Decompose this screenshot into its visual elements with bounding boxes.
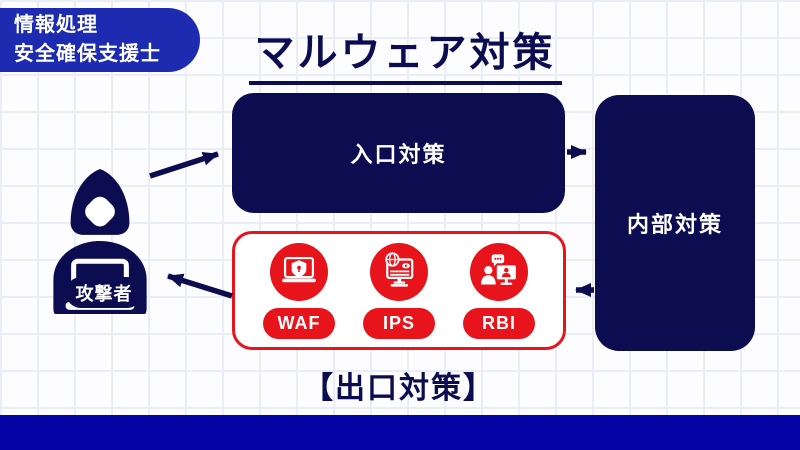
laptop-shield-icon: [282, 256, 316, 283]
attacker-label: 攻撃者: [75, 283, 133, 304]
waf-pill: WAF: [263, 308, 335, 339]
bottom-bar: [0, 415, 800, 450]
exit-measures-label: 【出口対策】: [303, 372, 495, 405]
arrow-exit-to-attacker: [167, 273, 233, 299]
badge-line2: 安全確保支援士: [14, 43, 161, 65]
ips-pill: IPS: [363, 308, 435, 339]
internal-measures-label: 内部対策: [626, 212, 723, 237]
internal-measures-box: 内部対策: [595, 95, 755, 351]
title-wrap: マルウェア対策: [210, 20, 600, 85]
entrance-measures-box: 入口対策: [232, 93, 565, 213]
exit-measures-panel: WAF IPS: [232, 231, 566, 350]
monitor-globe-eye-icon: [385, 252, 414, 287]
measure-ips: IPS: [363, 243, 435, 339]
entrance-measures-label: 入口対策: [350, 142, 447, 167]
page-title: マルウェア対策: [248, 20, 562, 85]
measure-waf: WAF: [263, 243, 335, 339]
rbi-pill: RBI: [463, 308, 535, 339]
ips-circle: [370, 243, 428, 301]
rbi-label: RBI: [482, 313, 516, 333]
waf-label: WAF: [277, 313, 321, 333]
badge-line1: 情報処理: [14, 14, 98, 36]
waf-circle: [270, 243, 328, 301]
remote-browser-user-icon: [481, 254, 516, 285]
measure-rbi: RBI: [463, 243, 535, 339]
rbi-circle: [470, 243, 528, 301]
certification-badge: 情報処理 安全確保支援士: [0, 8, 200, 72]
attacker-label-pill: 攻撃者: [66, 277, 142, 308]
ips-label: IPS: [382, 313, 415, 333]
